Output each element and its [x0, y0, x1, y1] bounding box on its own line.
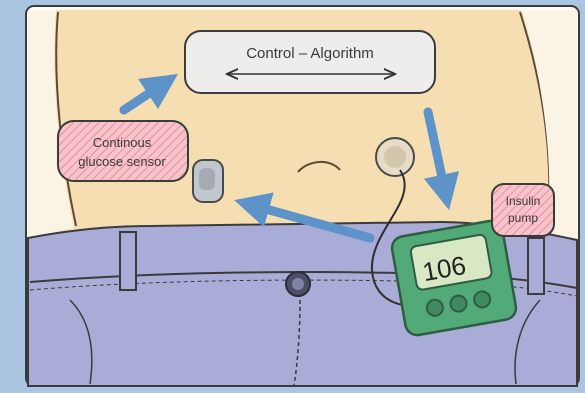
belt-loop-right: [528, 238, 544, 294]
pump-label-line2: pump: [508, 211, 538, 225]
glucose-sensor-icon: [193, 160, 223, 202]
pump-label-line1: Insulin: [506, 194, 541, 208]
sensor-label-line2: glucose sensor: [78, 154, 166, 169]
control-algorithm-box: Control – Algorithm: [185, 31, 435, 93]
pump-label-box: Insulin pump: [492, 184, 554, 236]
sensor-label-box: Continous glucose sensor: [58, 121, 188, 181]
control-algorithm-label: Control – Algorithm: [246, 45, 374, 62]
infusion-site-icon: [376, 138, 414, 176]
belt-loop-left: [120, 232, 136, 290]
insulin-pump-icon: 106: [390, 219, 518, 337]
sensor-label-line1: Continous: [93, 135, 152, 150]
jeans-button-center: [292, 278, 304, 290]
